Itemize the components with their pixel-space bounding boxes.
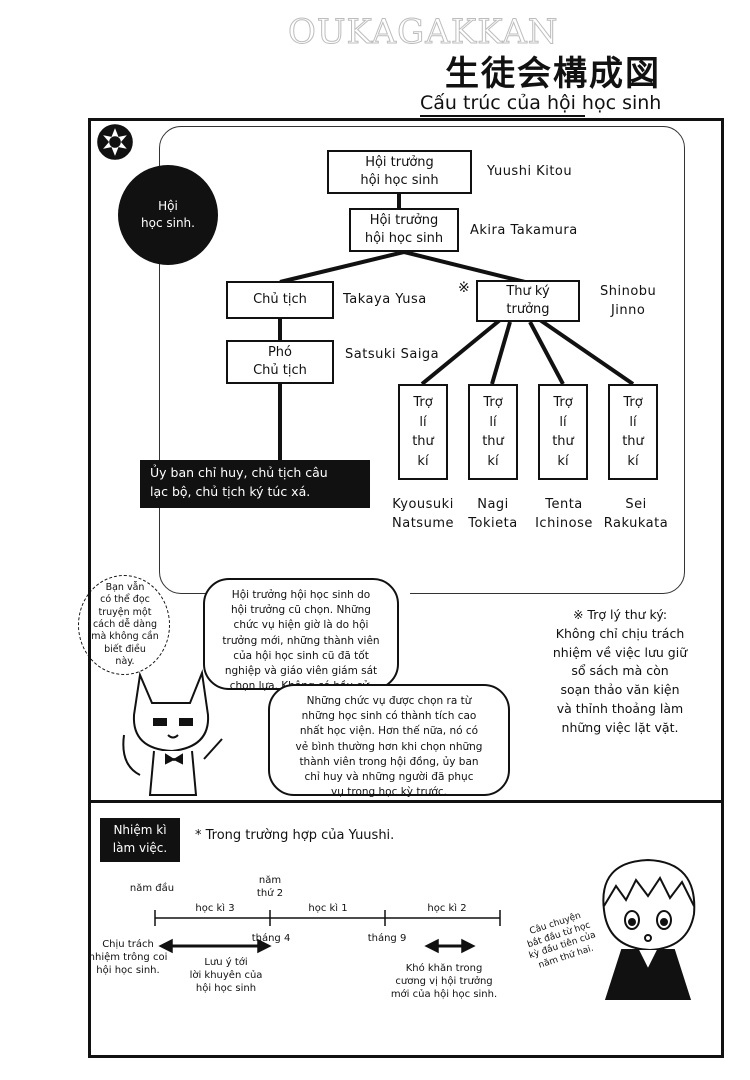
org-node-chief-secretary: Thư ký trưởng — [476, 280, 580, 322]
org-node-assistant-2: Trợ lí thư kí — [468, 384, 518, 480]
label-april: tháng 4 — [251, 933, 291, 944]
term-note: * Trong trường hợp của Yuushi. — [195, 828, 395, 843]
committee-box: Ủy ban chỉ huy, chủ tịch câu lạc bộ, chủ… — [140, 460, 370, 508]
label-sem3: học kì 3 — [195, 903, 235, 914]
student-council-blob: Hội học sinh. — [118, 165, 218, 265]
asterisk-mark: ※ — [458, 280, 470, 296]
flower-ornament-icon — [97, 123, 133, 161]
org-name-vice-chairman: Satsuki Saiga — [345, 347, 440, 362]
label-left-note: Chịu trách nhiệm trông coi hội học sinh. — [88, 939, 168, 976]
page-frame — [88, 118, 724, 1058]
speech-bubble-2: Những chức vụ được chọn ra từ những học … — [268, 684, 510, 798]
vietnamese-title: Cấu trúc của hội học sinh — [420, 92, 662, 114]
japanese-title: 生徒会構成図 — [445, 54, 661, 94]
org-node-chairman: Chủ tịch — [226, 281, 334, 319]
org-name-assistant-2: Nagi Tokieta — [468, 497, 518, 531]
watermark-title: OUKAGAKKAN — [288, 12, 559, 53]
student-council-outline — [159, 126, 685, 594]
label-sept: tháng 9 — [367, 933, 407, 944]
org-name-president-2: Akira Takamura — [470, 223, 578, 238]
label-right-note: Khó khăn trong cương vị hội trưởng mới c… — [390, 963, 498, 1000]
org-node-assistant-1: Trợ lí thư kí — [398, 384, 448, 480]
cat-mascot-icon — [122, 669, 223, 796]
title-underline — [420, 115, 585, 117]
speech-bubble-1: Hội trưởng hội học sinh do hội trưởng cũ… — [203, 578, 399, 692]
label-sem2: học kì 2 — [427, 903, 467, 914]
org-name-assistant-3: Tenta Ichinose — [535, 497, 593, 531]
label-year2: năm thứ 2 — [256, 875, 284, 899]
org-node-president-2: Hội trưởng hội học sinh — [349, 208, 459, 252]
org-name-assistant-1: Kyousuki Natsume — [392, 497, 454, 531]
org-name-chief-secretary: Shinobu Jinno — [600, 284, 657, 318]
term-badge: Nhiệm kì làm việc. — [100, 818, 180, 862]
section-divider — [88, 800, 724, 803]
assistant-secretary-note: ※ Trợ lý thư ký: Không chỉ chịu trách nh… — [552, 607, 688, 735]
org-name-chairman: Takaya Yusa — [343, 292, 427, 307]
cat-note-text: Bạn vẫn có thể đọc truyện một cách dễ dà… — [91, 582, 159, 668]
org-node-vice-chairman: Phó Chủ tịch — [226, 340, 334, 384]
org-name-assistant-4: Sei Rakukata — [603, 497, 669, 531]
org-node-president-1: Hội trưởng hội học sinh — [327, 150, 472, 194]
org-node-assistant-3: Trợ lí thư kí — [538, 384, 588, 480]
org-name-president-1: Yuushi Kitou — [487, 164, 573, 179]
org-node-assistant-4: Trợ lí thư kí — [608, 384, 658, 480]
label-sem1: học kì 1 — [308, 903, 348, 914]
boy-character-icon — [602, 858, 696, 1000]
label-mid-note: Lưu ý tới lời khuyên của hội học sinh — [189, 957, 263, 994]
label-year1: năm đầu — [129, 883, 175, 894]
cat-thought-bubble — [78, 575, 170, 675]
